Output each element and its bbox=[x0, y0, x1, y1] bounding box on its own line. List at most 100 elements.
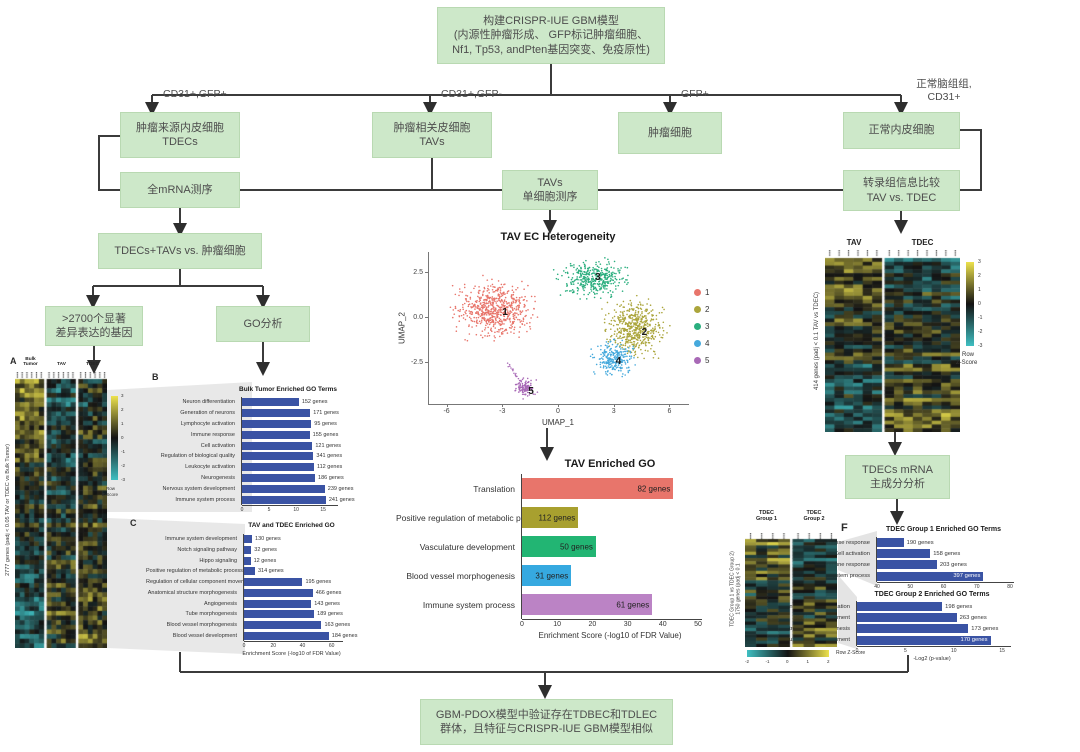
bar bbox=[244, 631, 329, 640]
chart-title: TAV Enriched GO bbox=[564, 458, 656, 470]
bar-gene-label: 143 genes bbox=[314, 600, 340, 607]
colorbar-a-tick: 2 bbox=[121, 407, 124, 412]
colorbar-r-tick: 2 bbox=[978, 273, 981, 279]
x-axis bbox=[522, 619, 702, 620]
umap-scatter bbox=[428, 252, 688, 404]
legend-item: 2 bbox=[694, 301, 709, 318]
bar bbox=[242, 452, 314, 461]
x-tick-label: 40 bbox=[299, 643, 306, 649]
colorbar-r-tick: 0 bbox=[978, 301, 981, 307]
y-axis bbox=[243, 534, 244, 641]
box-go-analysis: GO分析 bbox=[216, 306, 310, 342]
legend-label: 3 bbox=[705, 322, 710, 331]
bar-row: Positive regulation of metabolic process… bbox=[146, 566, 391, 577]
colorbar-a-tick: -2 bbox=[121, 463, 126, 468]
colorbar-r-label: Z-Score bbox=[956, 360, 978, 366]
colorbar-r-tick: -2 bbox=[978, 329, 983, 335]
bar-gene-label: 203 genes bbox=[939, 561, 967, 568]
colorbar-a-label: Row bbox=[106, 486, 116, 491]
colorbar-f-tick: 2 bbox=[827, 659, 830, 664]
colorbar-r-tick: -3 bbox=[978, 343, 983, 349]
colorbar-f bbox=[747, 650, 829, 657]
bar-gene-label: 186 genes bbox=[318, 474, 344, 481]
bar-category-label: Notch signaling pathway bbox=[177, 547, 237, 554]
bar bbox=[522, 478, 674, 499]
heatmap-r-header-tdec: TDEC bbox=[911, 238, 934, 247]
box-single-cell-seq: TAVs 单细胞测序 bbox=[502, 170, 598, 210]
bar bbox=[244, 578, 303, 587]
x-tick-label: -3 bbox=[499, 408, 506, 415]
colorbar-r-label: Row bbox=[962, 352, 975, 358]
panel-letter-b: B bbox=[152, 372, 159, 382]
x-tick-label: -6 bbox=[443, 408, 450, 415]
umap-y-axis-label: UMAP_2 bbox=[397, 311, 407, 345]
legend-item: 3 bbox=[694, 318, 709, 335]
x-tick-label: 5 bbox=[267, 507, 271, 513]
bar bbox=[244, 556, 251, 565]
x-tick-label: 15 bbox=[320, 507, 326, 513]
bar bbox=[857, 613, 957, 623]
bar-gene-label: 112 genes bbox=[316, 464, 343, 471]
x-tick-label: 80 bbox=[1007, 583, 1013, 590]
box-gbm-pdox-conclusion: GBM-PDOX模型中验证存在TDBEC和TDLEC 群体，且特征与CRISPR… bbox=[420, 699, 673, 745]
colorbar-r bbox=[966, 262, 974, 346]
box-tumor-cells: 肿瘤细胞 bbox=[618, 112, 722, 154]
bar-category-label: Tube morphogenesis bbox=[185, 611, 237, 618]
x-tick-label: 50 bbox=[907, 583, 914, 590]
bar bbox=[242, 495, 326, 504]
box-pca: TDECs mRNA 主成分分析 bbox=[845, 455, 950, 499]
bar-row: Immune response 203 genes bbox=[770, 559, 1030, 570]
colorbar-f-tick: 0 bbox=[786, 659, 789, 664]
panel-letter-c: C bbox=[130, 518, 137, 528]
bar-gene-label: 466 genes bbox=[315, 589, 342, 596]
x-axis-label: -Log2 (p-value) bbox=[913, 655, 951, 662]
x-tick-label: 5 bbox=[903, 647, 907, 654]
cluster-number-label: 4 bbox=[615, 355, 622, 367]
bar bbox=[242, 463, 314, 472]
x-tick-label: 40 bbox=[874, 583, 880, 590]
bar-category-label: Immune system process bbox=[175, 496, 235, 503]
bar-gene-label: 158 genes bbox=[933, 550, 961, 557]
bar-category-label: Lymphocyte activation bbox=[180, 420, 235, 427]
bar-category-label: Cell activation bbox=[200, 442, 235, 449]
y-axis bbox=[521, 474, 522, 619]
bar-category-label: Angiogenesis bbox=[203, 600, 237, 607]
y-axis bbox=[241, 397, 242, 505]
bar-gene-label: 155 genes bbox=[312, 431, 339, 438]
bar-gene-label: 163 genes bbox=[324, 621, 351, 628]
bar bbox=[242, 473, 316, 482]
x-tick-label: 15 bbox=[999, 647, 1005, 654]
bar bbox=[522, 594, 653, 615]
bar-category-label: Immune response bbox=[823, 561, 870, 568]
bar bbox=[857, 624, 969, 634]
bar-category-label: Anatomical structure morphogenesis bbox=[147, 589, 237, 596]
colorbar-f-tick: 1 bbox=[806, 659, 810, 664]
chart-title: Bulk Tumor Enriched GO Terms bbox=[239, 386, 337, 393]
branch-label-normal-brain: 正常脑组组, CD31+ bbox=[916, 78, 972, 104]
box-crispr-model-line2: (内源性肿瘤形成、 GFP标记肿瘤细胞、 bbox=[453, 29, 649, 42]
heatmap-a-row-label: 2777 genes (padj < 0.05 TAV or TDEC vs B… bbox=[5, 444, 11, 576]
x-tick-label: 20 bbox=[270, 643, 276, 649]
x-tick-label: 10 bbox=[950, 647, 957, 654]
y-tick-label: 0.0 bbox=[413, 314, 423, 322]
x-tick-label: 0 bbox=[242, 643, 246, 649]
bar-gene-label: 195 genes bbox=[305, 579, 332, 586]
bar-gene-label: 239 genes bbox=[327, 485, 354, 492]
bar-category-label: Hippo signaling bbox=[199, 557, 237, 564]
